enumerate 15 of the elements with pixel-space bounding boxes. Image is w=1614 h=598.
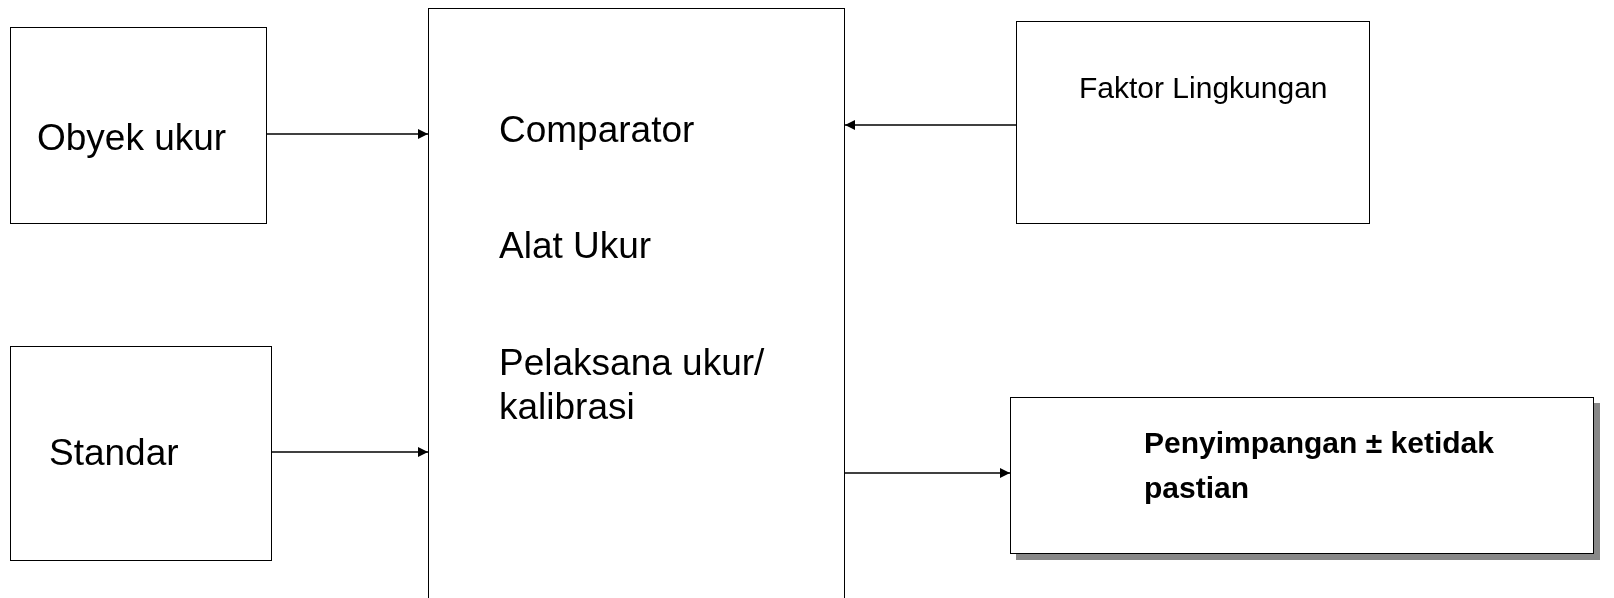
box-label: Faktor Lingkungan	[1079, 70, 1329, 106]
process-box	[428, 8, 845, 598]
arrow	[266, 129, 429, 139]
box-label: Standar	[49, 431, 180, 476]
box-label: Comparator	[499, 108, 696, 152]
arrow	[844, 120, 1017, 130]
process-box	[1016, 21, 1370, 224]
box-label: Pelaksana ukur/ kalibrasi	[499, 340, 766, 430]
arrow	[271, 447, 429, 457]
process-box	[10, 346, 272, 561]
box-label: Alat Ukur	[499, 224, 653, 269]
process-box	[10, 27, 267, 224]
box-label: Obyek ukur	[37, 115, 228, 160]
arrow	[844, 468, 1011, 478]
box-label: Penyimpangan ± ketidak pastian	[1144, 425, 1495, 506]
